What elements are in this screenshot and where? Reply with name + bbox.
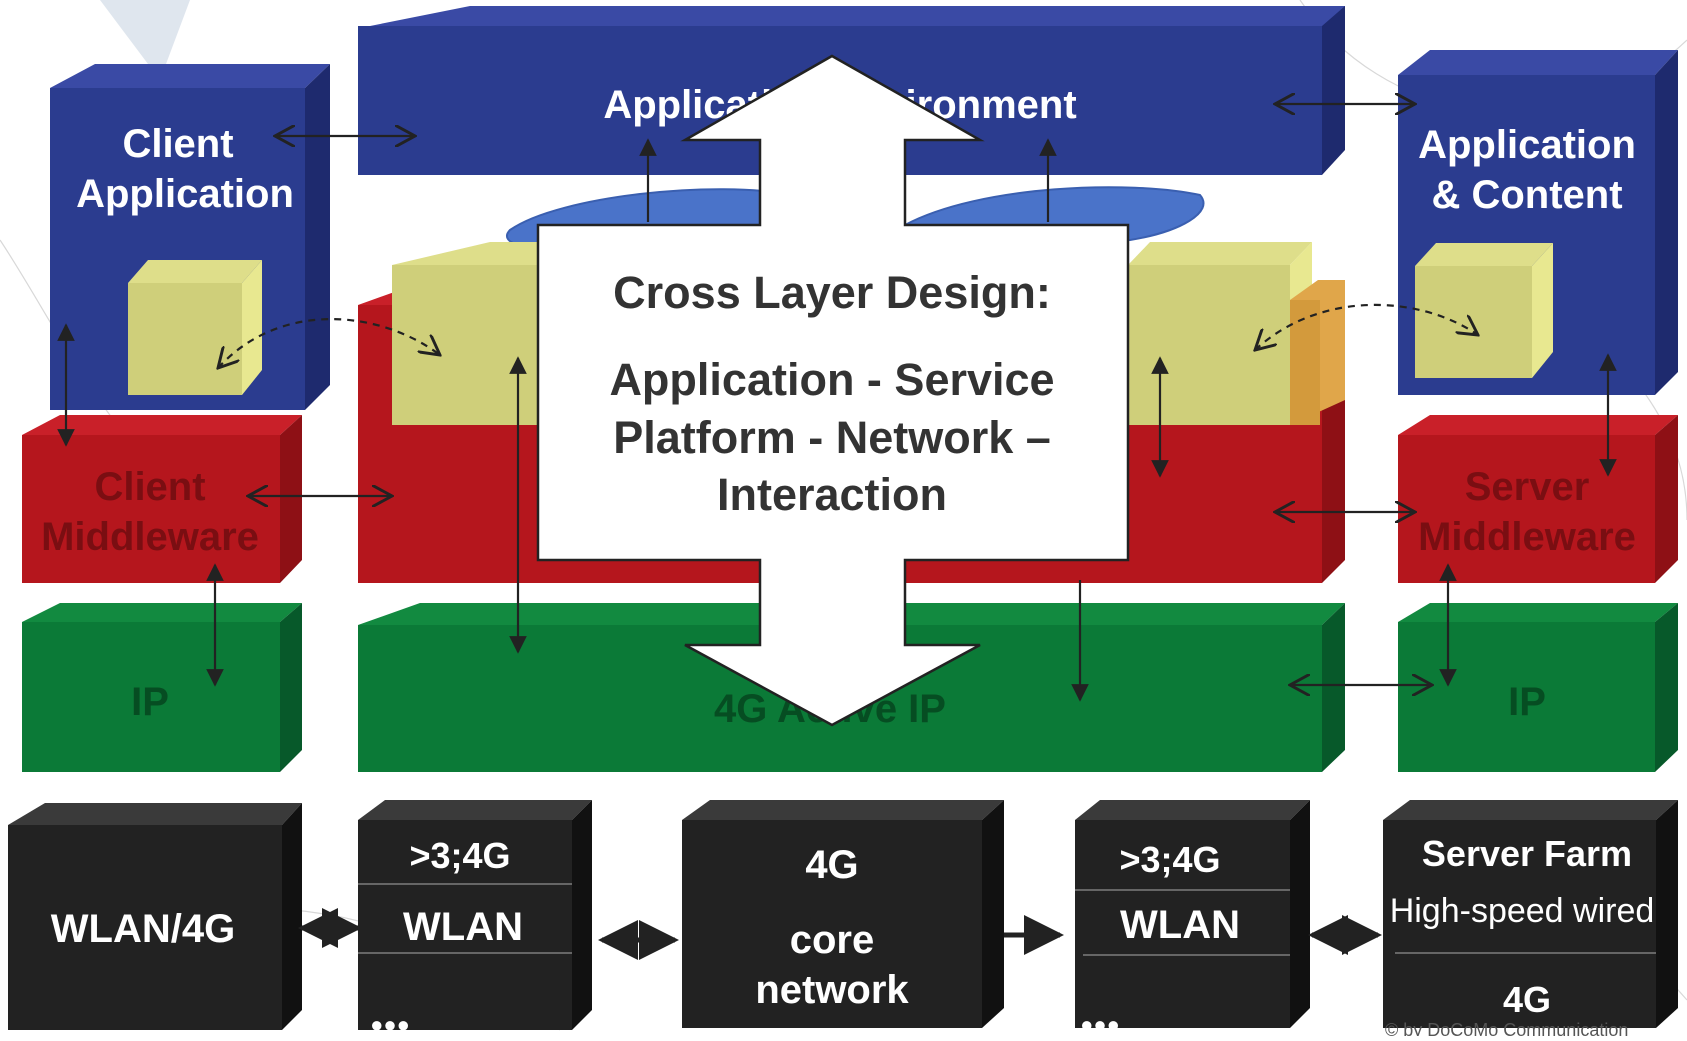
server-middleware-line1: Server xyxy=(1465,465,1590,509)
client-application-line2: Application xyxy=(76,172,294,216)
cross-layer-title: Cross Layer Design: xyxy=(613,267,1051,318)
access-network-left-box xyxy=(358,800,592,1030)
cross-layer-line2: Platform - Network – xyxy=(613,412,1051,463)
connector-arrows xyxy=(57,104,1617,960)
access-right-mid: WLAN xyxy=(1120,903,1240,947)
dashed-arrow-right xyxy=(1255,303,1478,350)
access-left-top: >3;4G xyxy=(409,835,510,876)
server-ip-label: IP xyxy=(1508,680,1546,724)
khaki-cube-server xyxy=(1415,243,1553,378)
server-middleware-line2: Middleware xyxy=(1418,515,1636,559)
server-farm-title: Server Farm xyxy=(1422,833,1632,874)
access-right-top: >3;4G xyxy=(1119,839,1220,880)
core-network-line2: core xyxy=(790,918,875,962)
cross-layer-line1: Application - Service xyxy=(609,354,1054,405)
core-network-line3: network xyxy=(755,968,909,1012)
access-left-more: ●●● xyxy=(370,1012,410,1036)
access-network-right-box xyxy=(1075,800,1310,1028)
core-network-line1: 4G xyxy=(805,843,858,887)
core-network-box xyxy=(682,800,1004,1028)
client-ip-box xyxy=(22,603,302,772)
client-application-line1: Client xyxy=(122,122,233,166)
khaki-cube-client xyxy=(128,260,262,395)
dashed-arrow-left xyxy=(218,318,440,368)
access-right-more: ●●● xyxy=(1080,1012,1120,1036)
server-farm-bottom: 4G xyxy=(1503,979,1551,1020)
server-farm-sub: High-speed wired xyxy=(1390,892,1655,930)
cross-layer-line3: Interaction xyxy=(717,469,947,520)
application-content-line1: Application xyxy=(1418,123,1636,167)
copyright: © by DoCoMo Communication xyxy=(1385,1020,1628,1036)
wlan4g-label: WLAN/4G xyxy=(51,907,235,951)
client-middleware-line2: Middleware xyxy=(41,515,259,559)
access-left-mid: WLAN xyxy=(403,905,523,949)
client-ip-label: IP xyxy=(131,680,169,724)
application-content-line2: & Content xyxy=(1431,173,1622,217)
server-ip-box xyxy=(1398,603,1678,772)
server-farm-box xyxy=(1383,800,1678,1028)
client-middleware-line1: Client xyxy=(94,465,205,509)
cross-layer-double-arrow xyxy=(536,54,1130,727)
wlan4g-box xyxy=(8,803,302,1030)
